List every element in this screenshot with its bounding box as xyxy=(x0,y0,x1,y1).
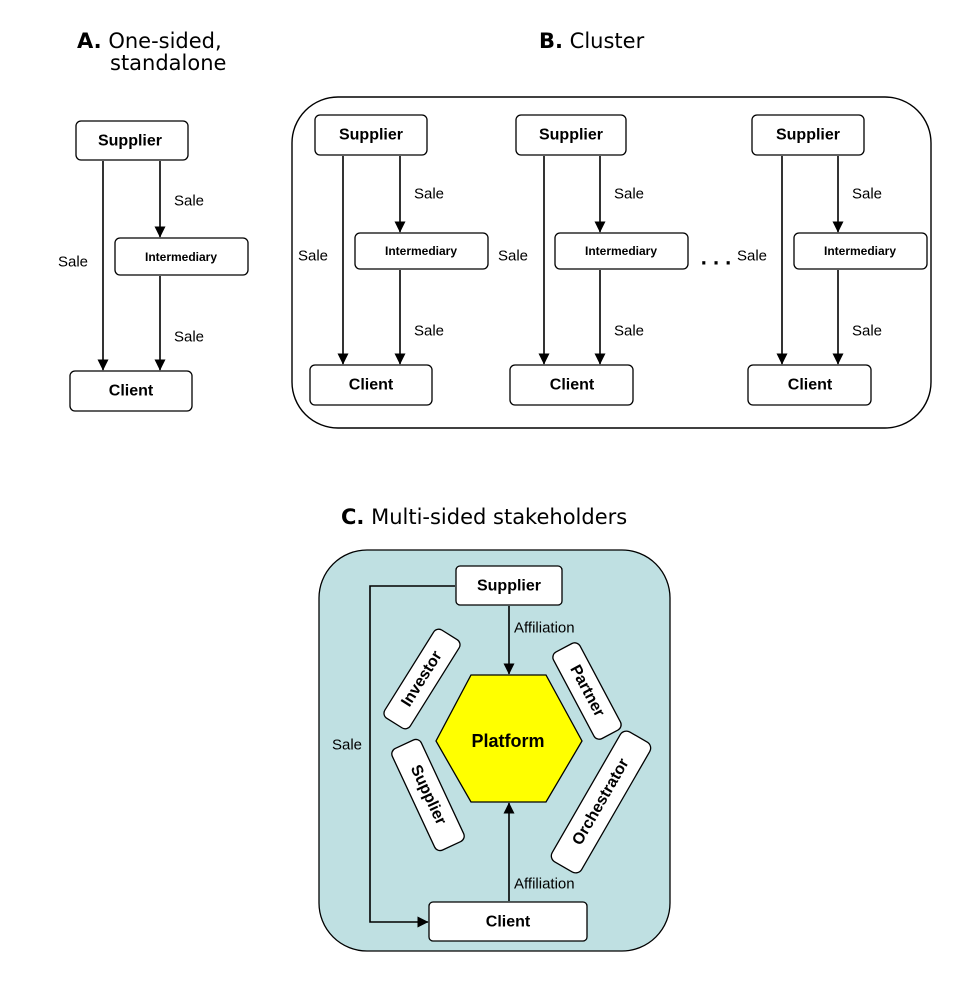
panel-b-group-2-sale-intermediary-label: Sale xyxy=(614,186,644,203)
panel-b-group-3-sale-direct-label: Sale xyxy=(737,248,767,265)
panel-b-group-1-sale-client-label: Sale xyxy=(414,323,444,340)
panel-c-platform-label: Platform xyxy=(471,731,544,751)
panel-a-client-label: Client xyxy=(109,383,154,400)
panel-b: Supplier Intermediary Client Sale Sale S… xyxy=(291,96,932,429)
panel-c-supplier-box xyxy=(455,565,563,606)
panel-a-client-box xyxy=(69,370,193,412)
panel-a-supplier-label: Supplier xyxy=(98,133,162,150)
panel-a-intermediary-label: Intermediary xyxy=(145,250,217,264)
panel-b-ellipsis: . . . xyxy=(701,245,732,270)
investor-pill-box xyxy=(383,628,461,730)
panel-b-group-1-sale-intermediary-label: Sale xyxy=(414,186,444,203)
panel-b-group-1-client-box xyxy=(309,364,433,406)
panel-b-group-2-supplier-box xyxy=(515,114,627,156)
panel-b-group-1: Supplier Intermediary Client Sale Sale S… xyxy=(298,114,489,406)
panel-c: Supplier Client Platform Affiliation Aff… xyxy=(318,549,671,952)
panel-a-letter: A. xyxy=(77,29,102,53)
panel-a-title-line1: One-sided, xyxy=(108,29,222,53)
panel-c-sale-arrow xyxy=(369,585,455,928)
panel-a-intermediary-box xyxy=(114,237,249,276)
panel-c-sale-label: Sale xyxy=(332,737,362,754)
panel-b-group-2-sale-client-label: Sale xyxy=(614,323,644,340)
panel-b-group-3-supplier-label: Supplier xyxy=(776,127,840,144)
panel-b-group-1-sale-direct-label: Sale xyxy=(298,248,328,265)
panel-b-group-2-intermediary-box xyxy=(554,232,689,270)
panel-b-group-1-intermediary-label: Intermediary xyxy=(385,244,457,258)
panel-c-supplier-label: Supplier xyxy=(477,578,541,595)
panel-b-group-3-intermediary-box xyxy=(793,232,928,270)
panel-b-group-1-supplier-label: Supplier xyxy=(339,127,403,144)
panel-b-group-1-client-label: Client xyxy=(349,377,394,394)
panel-a-title-line2: standalone xyxy=(110,51,227,75)
panel-b-group-1-intermediary-box xyxy=(354,232,489,270)
panel-b-group-2-client-box xyxy=(509,364,634,406)
panel-b-group-3-sale-client-label: Sale xyxy=(852,323,882,340)
panel-a: Supplier Intermediary Client Sale Sale S… xyxy=(58,120,249,412)
panel-a-supplier-box xyxy=(75,120,189,161)
panel-c-client-box xyxy=(428,901,588,942)
panel-b-title-text: Cluster xyxy=(569,29,645,53)
panel-b-group-3: Supplier Intermediary Client Sale Sale S… xyxy=(737,114,928,406)
panel-a-sale-intermediary-label: Sale xyxy=(174,193,204,210)
panel-c-affiliation-bottom-label: Affiliation xyxy=(514,876,575,893)
panel-b-group-2-intermediary-label: Intermediary xyxy=(585,244,657,258)
panel-b-group-3-intermediary-label: Intermediary xyxy=(824,244,896,258)
panel-c-letter: C. xyxy=(341,505,365,529)
orchestrator-pill-box xyxy=(550,730,652,874)
panel-b-group-1-supplier-box xyxy=(314,114,428,156)
panel-b-group-2-client-label: Client xyxy=(550,377,595,394)
panel-a-sale-direct-label: Sale xyxy=(58,254,88,271)
supplier-side-pill-box xyxy=(391,738,465,852)
panel-b-group-2-supplier-label: Supplier xyxy=(539,127,603,144)
panel-b-title: B. Cluster xyxy=(539,30,644,52)
panel-b-group-3-sale-intermediary-label: Sale xyxy=(852,186,882,203)
panel-b-group-2: Supplier Intermediary Client Sale Sale S… xyxy=(498,114,689,406)
panel-c-affiliation-top-label: Affiliation xyxy=(514,620,575,637)
panel-b-group-3-client-label: Client xyxy=(788,377,833,394)
panel-c-title: C. Multi-sided stakeholders xyxy=(341,506,627,528)
panel-c-client-label: Client xyxy=(486,914,531,931)
panel-b-group-3-client-box xyxy=(747,364,872,406)
partner-pill-box xyxy=(552,642,622,740)
platform-hexagon xyxy=(435,674,583,803)
panel-a-title: A. One-sided, xyxy=(77,30,222,52)
panel-b-letter: B. xyxy=(539,29,563,53)
panel-b-group-3-supplier-box xyxy=(751,114,865,156)
panel-c-title-text: Multi-sided stakeholders xyxy=(371,505,628,529)
panel-a-sale-client-label: Sale xyxy=(174,329,204,346)
panel-b-group-2-sale-direct-label: Sale xyxy=(498,248,528,265)
